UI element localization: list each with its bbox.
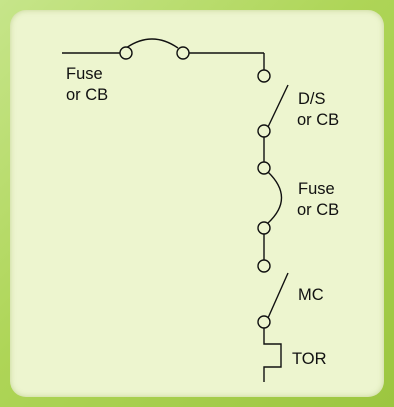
fuse-mid-terminal-top [257,161,271,175]
ds-switch-blade [267,84,289,128]
mc-terminal-top [257,259,271,273]
mc-terminal-bottom [257,315,271,329]
mc-contact-blade [267,272,289,319]
fuse-top-terminal-right [176,46,190,60]
label-fuse-mid-2: or CB [297,201,339,219]
label-fuse-top-1: Fuse [66,65,103,83]
label-tor: TOR [292,350,327,368]
fuse-top-arc [125,38,179,49]
tor-overload-element [263,328,282,382]
ds-terminal-top [257,69,271,83]
label-ds-2: or CB [297,111,339,129]
ds-terminal-bottom [257,124,271,138]
fuse-mid-terminal-bottom [257,221,271,235]
fuse-mid-arc [267,171,283,224]
label-mc: MC [298,286,324,304]
label-fuse-top-2: or CB [66,86,108,104]
diagram-panel [10,10,384,397]
fuse-top-terminal-left [119,46,133,60]
label-ds-1: D/S [298,90,326,108]
label-fuse-mid-1: Fuse [298,180,335,198]
